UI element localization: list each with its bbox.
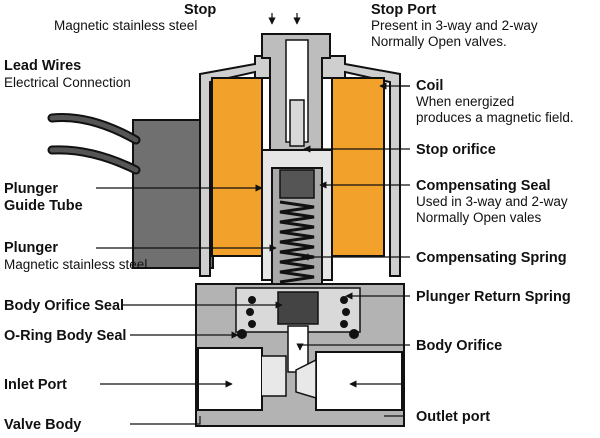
coil-left [211,77,263,257]
label-coil-sub2: produces a magnetic field. [416,110,574,125]
label-plunger-guide-tube-2: Guide Tube [4,198,83,214]
label-o-ring-body-seal: O-Ring Body Seal [4,328,126,344]
label-inlet-port: Inlet Port [4,377,67,393]
label-stop-orifice: Stop orifice [416,142,496,158]
label-body-orifice: Body Orifice [416,338,502,354]
label-plunger-return-spring: Plunger Return Spring [416,289,571,305]
label-stop-port-sub1: Present in 3-way and 2-way [371,18,538,33]
compensating-spring-coil [279,200,315,284]
label-stop-port-sub2: Normally Open valves. [371,34,507,49]
label-compensating-seal-title: Compensating Seal [416,178,551,194]
label-compensating-seal-sub2: Normally Open vales [416,210,542,225]
label-stop-title: Stop [184,2,216,18]
o-ring-body-seal-right [349,329,359,339]
label-body-orifice-seal: Body Orifice Seal [4,298,124,314]
label-coil-sub1: When energized [416,94,514,109]
label-lead-wires-sub: Electrical Connection [4,75,131,90]
plunger-return-spring [246,296,350,328]
o-ring-body-seal-left [237,329,247,339]
label-coil-title: Coil [416,78,443,94]
coil-right [331,77,385,257]
leader-lines [96,13,410,425]
label-stop-port-title: Stop Port [371,2,436,18]
compensating-seal [279,169,315,199]
body-orifice-seal [277,291,319,325]
label-plunger-sub: Magnetic stainless steel [4,257,147,272]
labels: Stop Magnetic stainless steel Stop Port … [4,2,574,433]
compensating-spring [279,200,315,284]
lead-wires [47,113,141,175]
outlet-port-cavity [315,351,403,411]
label-outlet-port: Outlet port [416,409,490,425]
label-lead-wires-title: Lead Wires [4,58,81,74]
label-compensating-seal-sub1: Used in 3-way and 2-way [416,194,568,209]
label-compensating-spring: Compensating Spring [416,250,567,266]
label-plunger-guide-tube-1: Plunger [4,181,58,197]
label-valve-body: Valve Body [4,417,81,433]
label-plunger-title: Plunger [4,240,58,256]
label-stop-sub: Magnetic stainless steel [54,18,197,33]
inlet-port-cavity [197,347,263,411]
valve-illustration [47,33,405,427]
